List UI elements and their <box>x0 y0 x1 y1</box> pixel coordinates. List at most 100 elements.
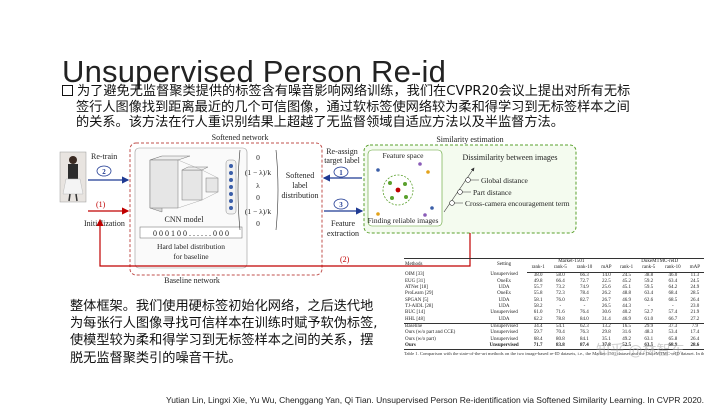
value-cell: 31.6 <box>622 330 631 336</box>
value-cell: 45.1 <box>622 285 631 291</box>
value-cell: 70.4 <box>556 330 565 336</box>
value-cell: 26.4 <box>690 336 700 342</box>
header-methods: Methods <box>404 258 482 273</box>
method-cell: HHL [48] <box>405 316 425 322</box>
method-cell: OIM [33] <box>405 272 425 278</box>
dissimilarity-label: Dissimilarity between images <box>462 153 557 162</box>
value-cell: 72.7 <box>580 278 589 284</box>
value-cell: 82.7 <box>580 297 589 303</box>
value-cell: 62.2 <box>533 316 543 322</box>
value-cell: 55.8 <box>533 291 543 297</box>
checkbox-bullet-icon <box>62 85 73 96</box>
value-cell: 78.4 <box>580 291 589 297</box>
value-cell: 46.0 <box>668 272 678 278</box>
value-cell: 24.5 <box>690 278 700 284</box>
value-cell: 63.5 <box>637 342 660 351</box>
value-cell: 62.6 <box>644 297 654 303</box>
value-cell: - <box>672 304 674 310</box>
value-cell: 45.2 <box>622 278 631 284</box>
value-cell: 80.8 <box>556 336 565 342</box>
value-cell: 49.8 <box>533 278 543 284</box>
value-cell: 27.2 <box>690 316 700 322</box>
header-setting: Setting <box>481 258 528 273</box>
bullet-text-1: 为了避免无监督聚类提供的标签含有噪音影响网络训练，我们在CVPR20会议上提出对… <box>77 84 631 99</box>
value-cell: 26.2 <box>602 291 611 297</box>
value-cell: 11.3 <box>690 272 700 278</box>
value-cell: 68.5 <box>668 297 678 303</box>
value-cell: 21.9 <box>690 310 700 316</box>
value-cell: 59.5 <box>644 285 654 291</box>
softened-distribution-1: Softened <box>286 171 314 180</box>
soft-value-4: 0 <box>256 193 260 202</box>
reassign-label-1: Re-assign <box>326 147 358 156</box>
value-cell: 30.6 <box>602 310 611 316</box>
method-cell: Baseline <box>404 322 482 331</box>
feature-space-label: Feature space <box>382 151 424 160</box>
setting-cell: Unsupervised <box>490 330 518 336</box>
results-table-container: Methods Setting Market-1501 DukeMTMC-reI… <box>404 258 704 357</box>
value-cell: 28.6 <box>685 342 704 351</box>
citation: Yutian Lin, Lingxi Xie, Yu Wu, Chenggang… <box>166 395 705 405</box>
value-cell: 54.1 <box>549 322 572 331</box>
method-cell: ProLearn [29] <box>405 291 434 297</box>
method-cell: Ours (w/o part and CCE) <box>405 330 456 336</box>
value-cell: 72.3 <box>556 291 565 297</box>
step-1-red-label: (1) <box>96 200 106 209</box>
summary-line-2: 为每张行人图像寻找可信样本在训练时赋予软伪标签, <box>70 316 378 332</box>
sub-header-cell: rank-5 <box>549 265 572 273</box>
value-cell: 35.1 <box>602 336 611 342</box>
value-cell: 83.8 <box>549 342 572 351</box>
reassign-label-2: target label <box>324 156 360 165</box>
summary-line-1: 整体框架。我们使用硬标签初始化网络，之后迭代地 <box>70 299 374 314</box>
value-cell: 26.7 <box>602 297 611 303</box>
method-cell: Ours <box>404 342 482 351</box>
value-cell: 24.5 <box>622 272 631 278</box>
value-cell: 31.4 <box>602 316 611 322</box>
value-cell: 76.0 <box>556 297 565 303</box>
value-cell: 61.0 <box>644 316 654 322</box>
value-cell: 57.4 <box>668 310 678 316</box>
slide-title: Unsupervised Person Re-id <box>62 54 447 89</box>
value-cell: 65.8 <box>668 336 678 342</box>
setting-cell: UDA <box>498 285 510 291</box>
method-cell: BUC [14] <box>405 310 425 316</box>
value-cell: 48.3 <box>644 330 654 336</box>
setting-cell: Unsupervised <box>490 310 518 316</box>
value-cell: 37.8 <box>597 342 616 351</box>
summary-paragraph: 整体框架。我们使用硬标签初始化网络，之后迭代地 为每张行人图像寻找可信样本在训练… <box>70 298 388 367</box>
value-cell: 84.0 <box>580 316 589 322</box>
distance-lines <box>443 167 479 213</box>
results-table: Methods Setting Market-1501 DukeMTMC-reI… <box>404 258 704 351</box>
value-cell: 63.4 <box>644 291 654 297</box>
method-cell: TJ-AIDL [28] <box>405 304 434 310</box>
intro-bullet: 为了避免无监督聚类提供的标签含有噪音影响网络训练，我们在CVPR20会议上提出对… <box>62 84 680 131</box>
value-cell: 38.8 <box>644 272 654 278</box>
sub-header-cell: mAP <box>685 265 704 273</box>
value-cell: 46.9 <box>622 316 631 322</box>
setting-cell: UDA <box>498 304 510 310</box>
value-cell: 73.2 <box>556 285 565 291</box>
cross-camera-label: Cross-camera encouragement term <box>465 199 570 208</box>
feature-vector <box>225 159 237 215</box>
soft-value-1: 0 <box>256 153 260 162</box>
value-cell: 46.9 <box>622 297 631 303</box>
finding-reliable-label: Finding reliable images <box>368 216 439 225</box>
cnn-model-block <box>149 155 219 213</box>
circle-step-1-label: 1 <box>339 169 343 177</box>
bullet-line-1: 为了避免无监督聚类提供的标签含有噪音影响网络训练，我们在CVPR20会议上提出对… <box>62 84 680 100</box>
value-cell: 62.3 <box>571 322 598 331</box>
value-cell: 76.4 <box>580 310 589 316</box>
value-cell: 71.6 <box>556 310 565 316</box>
circle-step-3-label: 3 <box>339 201 343 209</box>
feature-space-points <box>376 162 434 217</box>
value-cell: - <box>647 304 650 310</box>
